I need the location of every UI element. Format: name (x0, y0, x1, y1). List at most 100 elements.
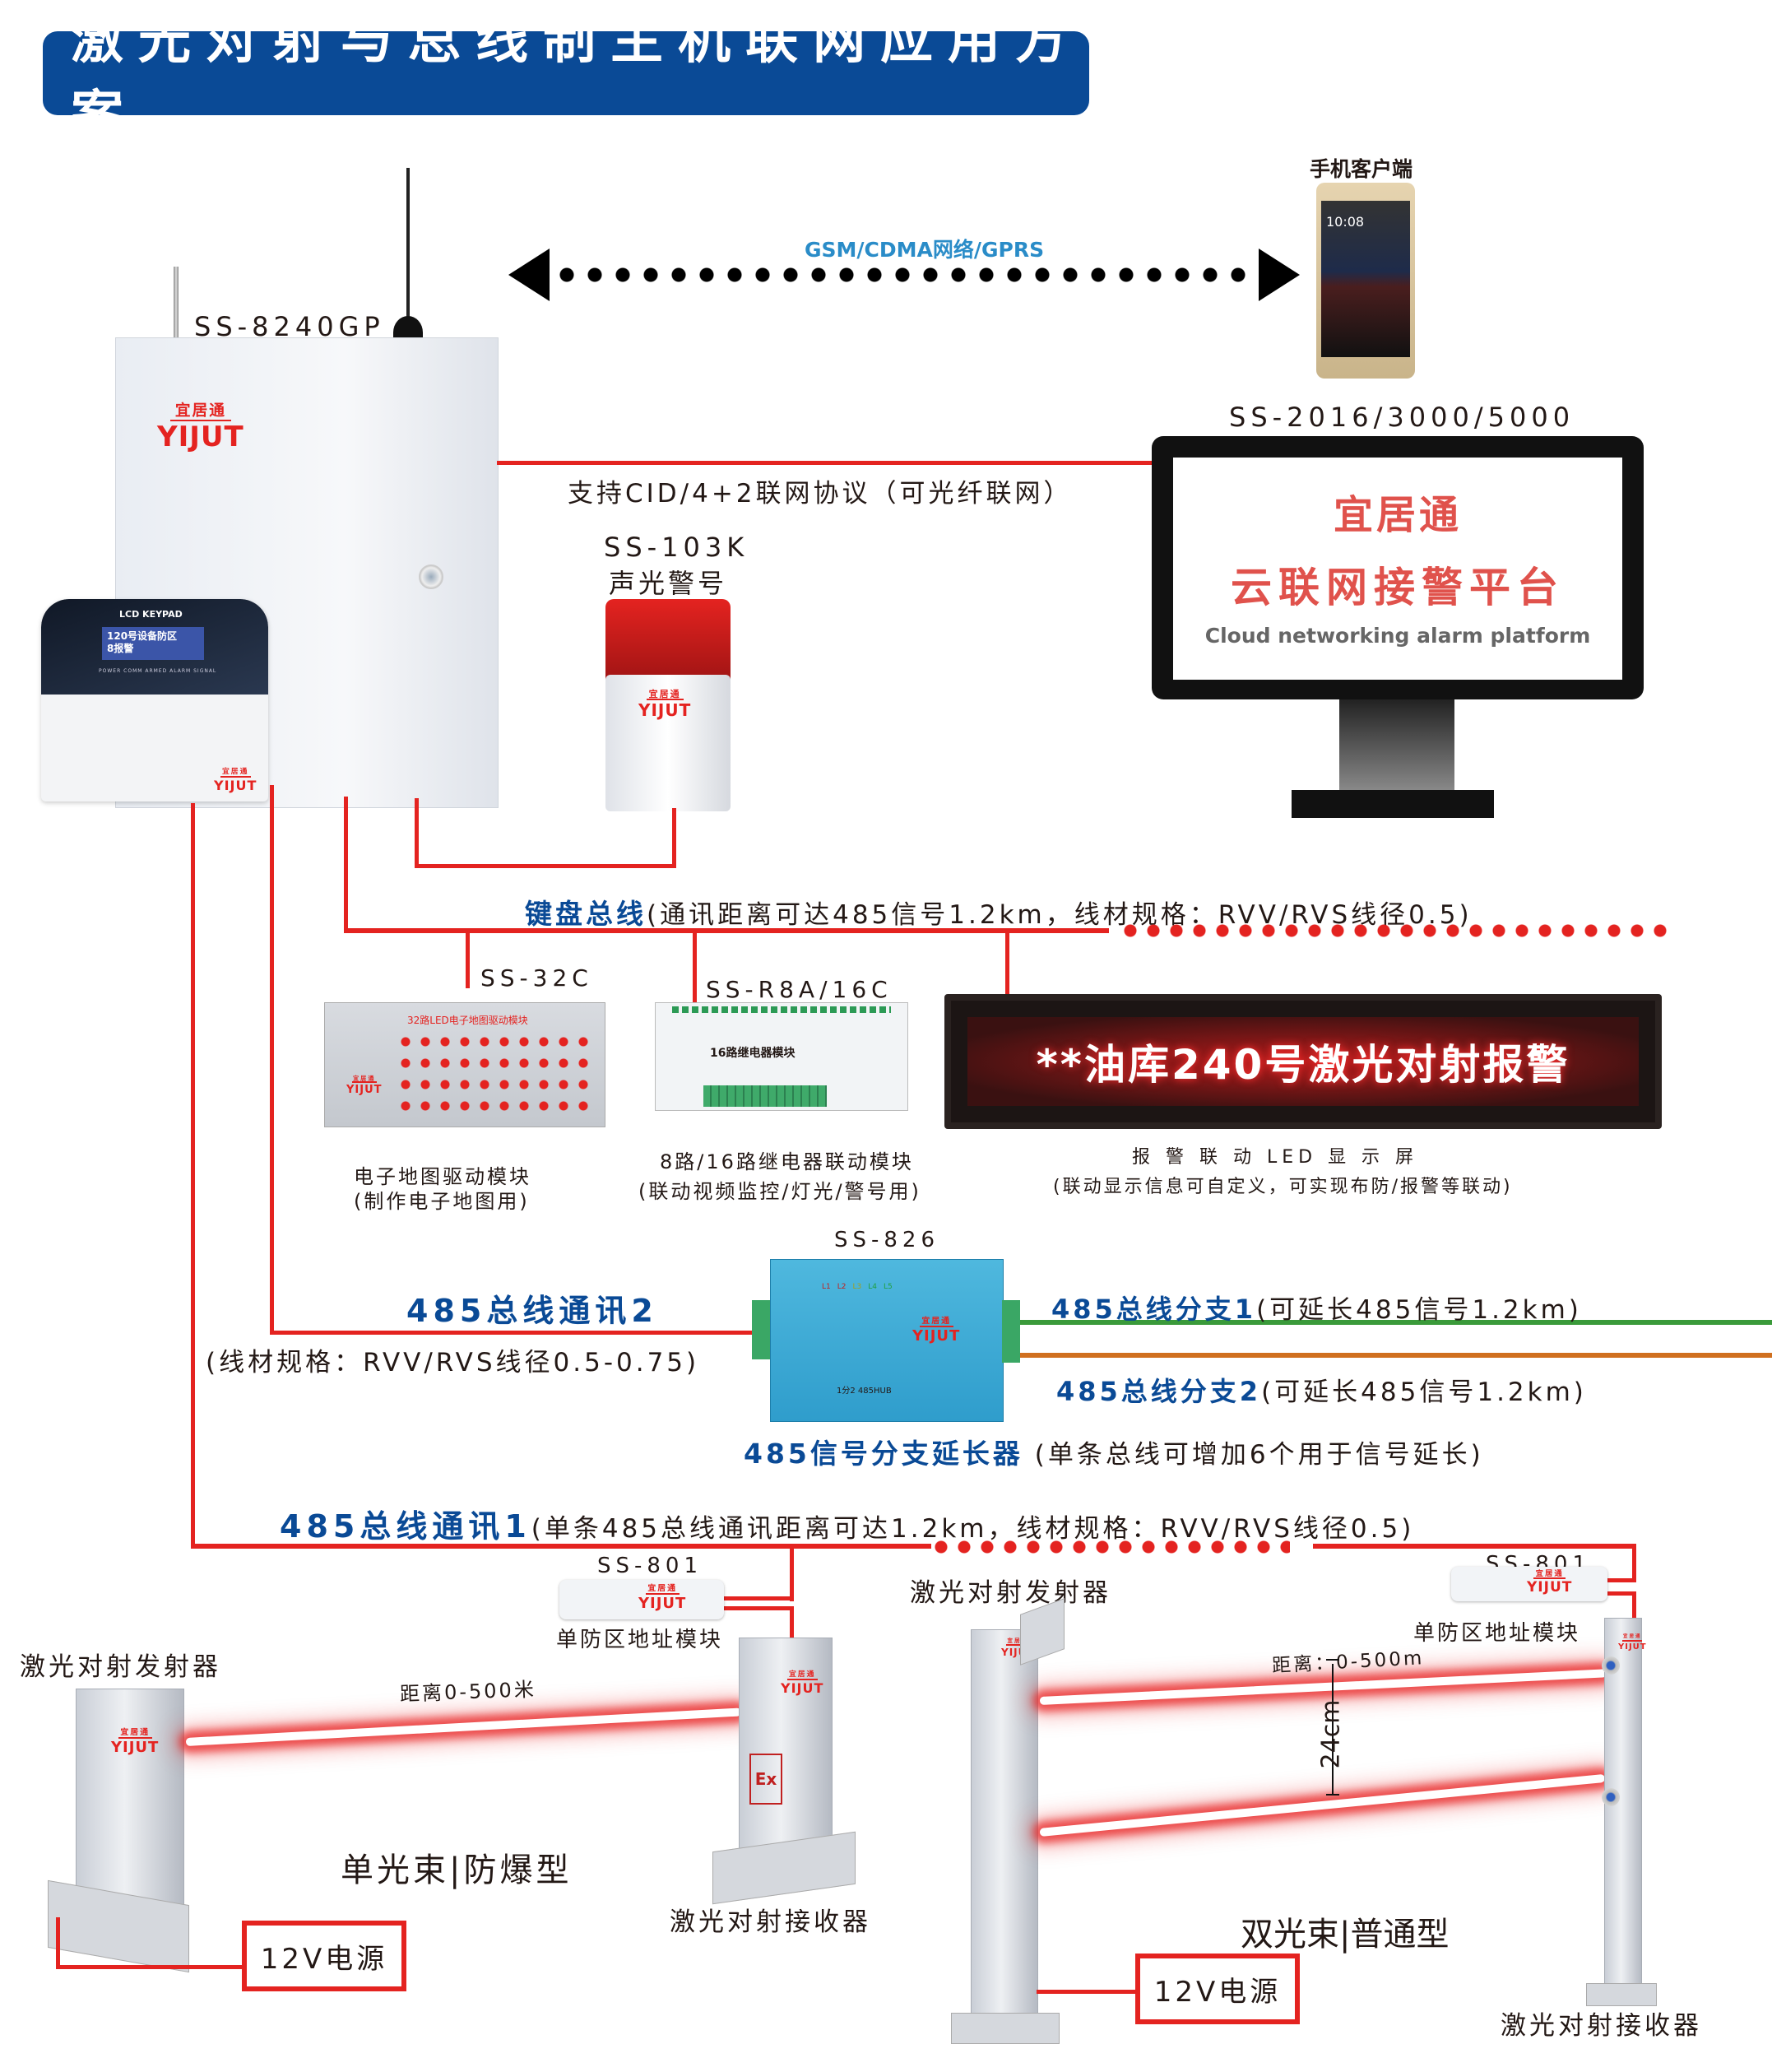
bus1-wire (191, 1544, 931, 1549)
splitter-hub-label: 1分2 485HUB (837, 1387, 892, 1396)
ss32c-device-label: 32路LED电子地图驱动模块 (407, 1015, 528, 1026)
splitter-terminal-out (1002, 1300, 1020, 1363)
splitter-model: SS-826 (834, 1228, 940, 1252)
drop-ss32c (466, 931, 470, 988)
platform-english: Cloud networking alarm platform (1204, 624, 1591, 648)
phone-time: 10:08 (1326, 214, 1365, 230)
keyboard-bus-extension (1119, 922, 1670, 939)
ss801-left-name: 单防区地址模块 (556, 1628, 724, 1652)
branch2-desc: (可延长485信号1.2km) (1261, 1377, 1587, 1407)
ssr8a-device-label: 16路继电器模块 (710, 1047, 796, 1060)
ex-mark-icon: Ex (749, 1754, 782, 1805)
keypad-header: LCD KEYPAD (119, 609, 183, 620)
mobile-phone: 10:08 (1316, 183, 1415, 379)
single-power-wire-v (56, 1917, 60, 1968)
ss32c-model: SS-32C (480, 964, 593, 992)
ssr8a-terminal-block (703, 1085, 827, 1107)
dual-transmitter-base (951, 2013, 1060, 2044)
wire-bus2-vertical (270, 785, 274, 1335)
drop-led (1005, 931, 1009, 997)
ss801-left-model: SS-801 (597, 1554, 703, 1578)
receiver-lens-top-icon (1602, 1656, 1620, 1675)
gsm-antenna-icon (406, 168, 410, 324)
platform-monitor: 宜居通 云联网接警平台 Cloud networking alarm platf… (1152, 436, 1644, 699)
dual-receiver-base (1586, 1983, 1657, 2006)
network-dotted-link (553, 266, 1252, 284)
led-display-name: 报 警 联 动 LED 显 示 屏 (1132, 1147, 1419, 1168)
led-l2: L2 (837, 1283, 847, 1291)
network-wire (497, 461, 1155, 465)
bus2-wire (270, 1331, 763, 1335)
branch1-title: 485总线分支1 (1051, 1294, 1257, 1325)
led-display-text: **油库240号激光对射报警 (967, 1017, 1639, 1106)
single-distance: 距离0-500米 (399, 1678, 537, 1706)
wire-bus1-vertical (191, 803, 195, 1547)
wire-siren-c (672, 808, 676, 868)
indicator-signal: SIGNAL (193, 668, 217, 674)
host-model: SS-8240GP (194, 311, 385, 342)
wire-siren-a (415, 798, 419, 867)
ss32c-note: (制作电子地图用) (354, 1190, 530, 1213)
lcd-line-2: 8报警 (107, 643, 134, 654)
ssr8a-module: 16路继电器模块 (655, 1002, 908, 1111)
bus2-title: 485总线通讯2 (406, 1293, 658, 1329)
led-display-note: (联动显示信息可自定义，可实现布防/报警等联动) (1053, 1177, 1513, 1197)
bus2-spec: (线材规格：RVV/RVS线径0.5-0.75) (206, 1348, 700, 1377)
splitter-note: (单条总线可增加6个用于信号延长) (1034, 1440, 1484, 1470)
spacing-label: 24cm (1316, 1699, 1346, 1769)
platform-model: SS-2016/3000/5000 (1229, 402, 1575, 433)
platform-name: 云联网接警平台 (1231, 564, 1565, 611)
led-l1: L1 (822, 1283, 831, 1291)
dual-type-label: 双光束|普通型 (1241, 1916, 1450, 1954)
ssr8a-name: 8路/16路继电器联动模块 (660, 1150, 914, 1173)
ss32c-name: 电子地图驱动模块 (354, 1165, 531, 1188)
lock-icon (419, 564, 443, 589)
network-label: GSM/CDMA网络/GPRS (805, 238, 1045, 262)
single-power-supply: 12V电源 (242, 1921, 406, 1991)
single-type-label: 单光束|防爆型 (341, 1851, 573, 1889)
ss801-left-to-receiver (790, 1606, 794, 1647)
receiver-lens-bottom-icon (1602, 1788, 1620, 1806)
ss801-left-drop (790, 1544, 794, 1601)
spacing-tick-bottom (1326, 1794, 1339, 1796)
branch1-wire (1020, 1320, 1772, 1325)
keypad-indicators: POWER COMM ARMED ALARM SIGNAL (99, 668, 216, 674)
led-display: **油库240号激光对射报警 (944, 994, 1662, 1129)
siren-model: SS-103K (604, 532, 749, 563)
branch1-label: 485总线分支1(可延长485信号1.2km) (1051, 1289, 1582, 1326)
dual-transmitter-label: 激光对射发射器 (910, 1578, 1111, 1608)
dual-receiver-label: 激光对射接收器 (1501, 2011, 1702, 2041)
splitter-leds: L1 L2 L3 L4 L5 (822, 1283, 893, 1291)
lcd-keypad: LCD KEYPAD 120号设备防区 8报警 POWER COMM ARMED… (41, 599, 268, 801)
led-l5: L5 (884, 1283, 893, 1291)
dual-laser-beam-bottom (1039, 1773, 1606, 1837)
led-l3: L3 (852, 1283, 862, 1291)
spacing-line (1332, 1664, 1334, 1794)
ss32c-led-grid (396, 1031, 590, 1117)
platform-brand: 宜居通 (1333, 492, 1462, 538)
splitter-terminal-in (752, 1300, 770, 1359)
indicator-alarm: ALARM (169, 668, 192, 674)
single-receiver-label: 激光对射接收器 (670, 1907, 871, 1937)
keypad-glass: LCD KEYPAD 120号设备防区 8报警 POWER COMM ARMED… (41, 599, 268, 695)
wire-siren-b (415, 864, 676, 868)
single-laser-beam (185, 1707, 742, 1746)
phone-screen: 10:08 (1321, 201, 1410, 357)
ss801-left-out2 (724, 1606, 794, 1610)
branch1-desc: (可延长485信号1.2km) (1256, 1295, 1582, 1325)
siren-name: 声光警号 (609, 568, 728, 599)
keyboard-bus-wire (344, 928, 1109, 933)
